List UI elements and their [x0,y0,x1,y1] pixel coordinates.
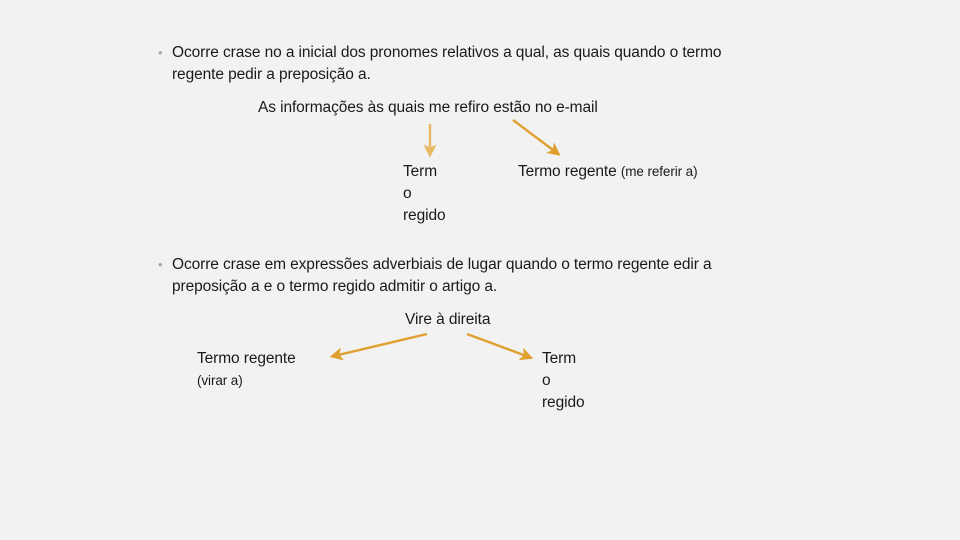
arrow-down-left-to-regente [329,332,428,361]
bullet-text-1: Ocorre crase no a inicial dos pronomes r… [172,44,722,83]
arrow-down-right-to-regido [466,332,534,361]
label-termo-regente-2-note: (virar a) [197,373,243,388]
label-termo-regente-2: Termo regente (virar a) [197,348,296,392]
bullet-item-1: • Ocorre crase no a inicial dos pronomes… [158,42,728,86]
bullet-item-2: • Ocorre crase em expressões adverbiais … [158,254,728,298]
arrow-diagonal-to-regente [512,119,561,156]
label-termo-regente-1-note: (me referir a) [620,164,698,179]
label-termo-regido-1: Term o regido [403,163,446,224]
label-termo-regente-1: Termo regente (me referir a) [518,161,698,183]
example-sentence-2: Vire à direita [405,311,491,328]
label-termo-regente-2-main: Termo regente [197,350,296,367]
bullet-dot-icon: • [158,257,163,272]
label-termo-regido-2: Term o regido [542,350,585,411]
bullet-dot-icon: • [158,45,163,60]
label-termo-regente-1-main: Termo regente [518,163,621,180]
example-sentence-1: As informações às quais me refiro estão … [258,99,598,116]
bullet-text-2: Ocorre crase em expressões adverbiais de… [172,256,712,295]
